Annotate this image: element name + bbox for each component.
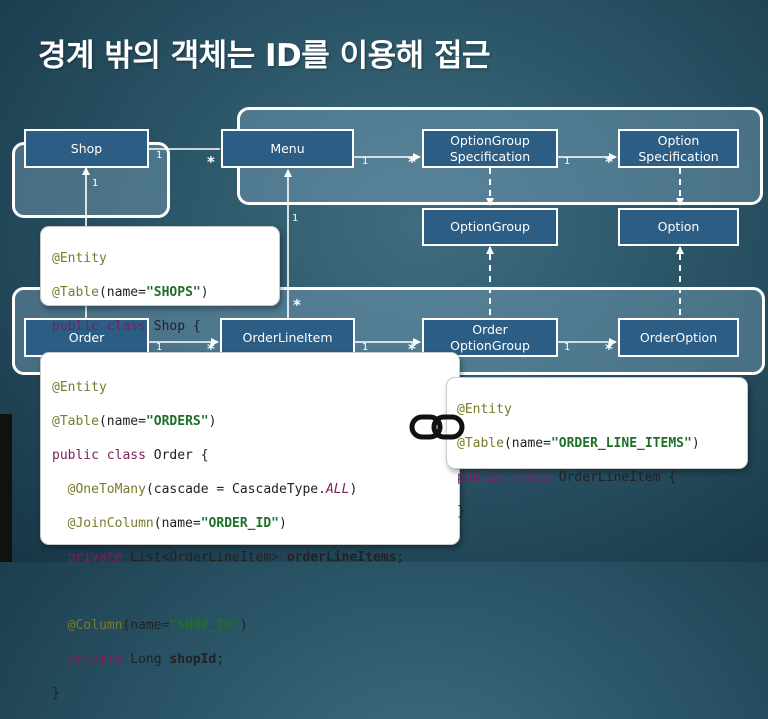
code-text: Order {	[145, 448, 209, 463]
code-text: List<OrderLineItem>	[122, 550, 287, 565]
code-text: ;	[396, 550, 405, 565]
multiplicity-label: *	[408, 153, 416, 171]
code-annotation: @Entity	[52, 380, 107, 395]
code-annotation: @OneToMany	[67, 482, 146, 497]
option-box: Option	[618, 208, 739, 246]
code-text: OrderLineItem {	[550, 470, 677, 485]
code-string: "ORDERS"	[145, 414, 209, 429]
order-box: Order	[24, 318, 149, 357]
code-annotation: @Entity	[457, 402, 512, 417]
code-text: (cascade = CascadeType.	[145, 482, 326, 497]
multiplicity-label: *	[408, 340, 416, 358]
video-frame-edge	[0, 414, 12, 562]
multiplicity-label: *	[207, 340, 215, 358]
code-enum: ALL	[325, 482, 350, 497]
code-annotation: @JoinColumn	[67, 516, 154, 531]
code-keyword: private	[67, 652, 123, 667]
code-keyword: private	[67, 550, 123, 565]
code-text: Long	[122, 652, 170, 667]
option-group-specification-box: OptionGroup Specification	[422, 129, 558, 168]
chain-link-icon	[409, 414, 465, 440]
code-text: (name=	[98, 414, 146, 429]
multiplicity-label: 1	[92, 178, 99, 189]
multiplicity-label: 1	[362, 342, 369, 353]
multiplicity-label: 1	[156, 342, 163, 353]
order-option-group-box: Order OptionGroup	[422, 318, 558, 357]
multiplicity-label: *	[207, 153, 215, 171]
code-keyword: public class	[52, 448, 146, 463]
code-text: (name=	[98, 285, 146, 300]
code-text: )	[208, 414, 217, 429]
multiplicity-label: 1	[564, 342, 571, 353]
code-field: orderLineItems	[286, 550, 397, 565]
code-keyword: public class	[457, 470, 551, 485]
multiplicity-label: 1	[362, 156, 369, 167]
code-text: }	[52, 686, 60, 701]
code-annotation: @Column	[67, 618, 123, 633]
order-entity-code-callout: @Entity @Table(name="ORDERS") public cla…	[40, 352, 460, 701]
code-keyword: public class	[52, 319, 146, 334]
multiplicity-label: 1	[564, 156, 571, 167]
code-string: "SHOPS"	[145, 285, 201, 300]
code-text: )	[349, 482, 358, 497]
connector-lines	[82, 153, 684, 346]
code-text: (name=	[122, 618, 170, 633]
shop-entity-code-callout: @Entity @Table(name="SHOPS") public clas…	[40, 226, 280, 368]
code-text: Shop {	[145, 319, 201, 334]
multiplicity-label: *	[293, 296, 301, 314]
code-text: )	[200, 285, 209, 300]
code-text: (name=	[153, 516, 201, 531]
code-annotation: @Table	[52, 285, 99, 300]
code-string: "ORDER_LINE_ITEMS"	[550, 436, 692, 451]
multiplicity-label: *	[605, 340, 613, 358]
code-text: }	[457, 504, 465, 519]
code-string: "SHOP_ID"	[169, 618, 240, 633]
code-text: )	[239, 618, 248, 633]
shop-box: Shop	[24, 129, 149, 168]
code-annotation: @Table	[52, 414, 99, 429]
code-text: ;	[216, 652, 225, 667]
order-line-item-entity-code-callout: @Entity @Table(name="ORDER_LINE_ITEMS") …	[446, 377, 748, 519]
menu-box: Menu	[221, 129, 354, 168]
code-string: "ORDER_ID"	[200, 516, 279, 531]
code-annotation: @Entity	[52, 251, 107, 266]
order-line-item-box: OrderLineItem	[220, 318, 355, 357]
order-option-box: OrderOption	[618, 318, 739, 357]
code-text: )	[691, 436, 700, 451]
multiplicity-label: 1	[292, 213, 299, 224]
code-field: shopId	[169, 652, 217, 667]
multiplicity-label: 1	[156, 150, 163, 161]
slide-title: 경계 밖의 객체는 ID를 이용해 접근	[38, 38, 491, 74]
code-annotation: @Table	[457, 436, 504, 451]
option-group-box: OptionGroup	[422, 208, 558, 246]
code-text: )	[279, 516, 287, 531]
multiplicity-label: *	[605, 153, 613, 171]
option-specification-box: Option Specification	[618, 129, 739, 168]
code-text: (name=	[503, 436, 551, 451]
